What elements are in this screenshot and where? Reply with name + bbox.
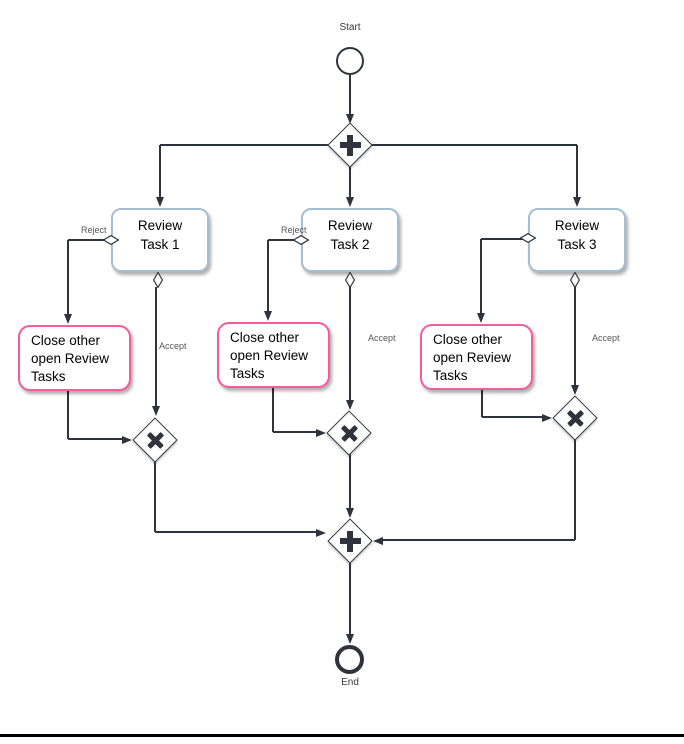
arrowhead-icon [570, 385, 579, 395]
flow-line [268, 239, 298, 241]
review-task-2[interactable]: Review Task 2 [301, 208, 399, 272]
start-label: Start [339, 22, 361, 33]
flow-line [67, 240, 69, 315]
flow-line [576, 145, 578, 198]
flow-line [155, 531, 317, 533]
arrowhead-icon [345, 197, 354, 207]
task-label: Review [554, 218, 600, 233]
flow-line [574, 439, 576, 540]
flow-line [349, 160, 351, 198]
arrowhead-icon [345, 508, 354, 518]
task-label: open Review [433, 350, 512, 365]
arrowhead-icon [345, 634, 354, 644]
diamond-marker-icon [569, 271, 581, 289]
review-task-1[interactable]: Review Task 1 [111, 208, 209, 272]
task-label: open Review [31, 351, 110, 366]
task-label: Close other [230, 330, 300, 345]
diamond-marker-icon [152, 271, 164, 289]
flow-line [273, 431, 317, 433]
edge-label-reject-1: Reject [81, 225, 107, 235]
start-event[interactable] [336, 47, 364, 75]
diamond-marker-icon [102, 234, 120, 246]
task-label: Tasks [230, 366, 265, 381]
task-label: Close other [31, 333, 101, 348]
arrowhead-icon [155, 197, 164, 207]
arrowhead-icon [572, 197, 581, 207]
close-task-3[interactable]: Close other open Review Tasks [420, 324, 533, 390]
flow-line [154, 461, 156, 532]
flow-line [68, 239, 108, 241]
task-label: Tasks [433, 368, 468, 383]
flow-line [272, 388, 274, 432]
flow-line [159, 145, 161, 198]
flow-line [68, 438, 123, 440]
diamond-marker-icon [519, 232, 537, 244]
flow-line [67, 391, 69, 439]
flow-line [349, 287, 351, 401]
flow-line [574, 287, 576, 386]
close-task-2[interactable]: Close other open Review Tasks [217, 322, 330, 388]
flow-line [349, 75, 351, 114]
flow-line [155, 287, 157, 407]
task-label: Review [137, 218, 183, 233]
review-task-3[interactable]: Review Task 3 [528, 208, 626, 272]
flow-line [267, 240, 269, 312]
end-event[interactable] [335, 645, 364, 674]
task-label: Task 2 [330, 237, 370, 252]
arrowhead-icon [63, 314, 72, 324]
edge-label-accept-1: Accept [159, 341, 187, 351]
arrowhead-icon [345, 114, 354, 124]
flow-line [349, 562, 351, 634]
flow-line [382, 539, 575, 541]
arrowhead-icon [316, 528, 326, 537]
arrowhead-icon [476, 313, 485, 323]
task-label: Task 3 [557, 237, 597, 252]
flow-line [482, 416, 543, 418]
arrowhead-icon [373, 536, 383, 545]
plus-icon [347, 134, 353, 156]
arrowhead-icon [316, 428, 326, 437]
flow-line [481, 390, 483, 417]
edge-label-reject-2: Reject [281, 225, 307, 235]
task-label: Close other [433, 332, 503, 347]
edge-label-accept-3: Accept [592, 333, 620, 343]
end-label: End [341, 677, 359, 688]
arrowhead-icon [151, 406, 160, 416]
flow-line [480, 239, 482, 314]
task-label: Task 1 [140, 237, 180, 252]
arrowhead-icon [263, 311, 272, 321]
task-label: Tasks [31, 369, 66, 384]
diamond-marker-icon [344, 271, 356, 289]
task-label: Review [327, 218, 373, 233]
task-label: open Review [230, 348, 309, 363]
arrowhead-icon [122, 435, 132, 444]
edge-label-accept-2: Accept [368, 333, 396, 343]
arrowhead-icon [542, 413, 552, 422]
arrowhead-icon [345, 400, 354, 410]
diamond-marker-icon [292, 234, 310, 246]
flow-line [481, 238, 525, 240]
close-task-1[interactable]: Close other open Review Tasks [18, 325, 131, 391]
plus-icon [347, 530, 353, 552]
flow-line [349, 454, 351, 509]
bottom-divider [0, 734, 684, 737]
